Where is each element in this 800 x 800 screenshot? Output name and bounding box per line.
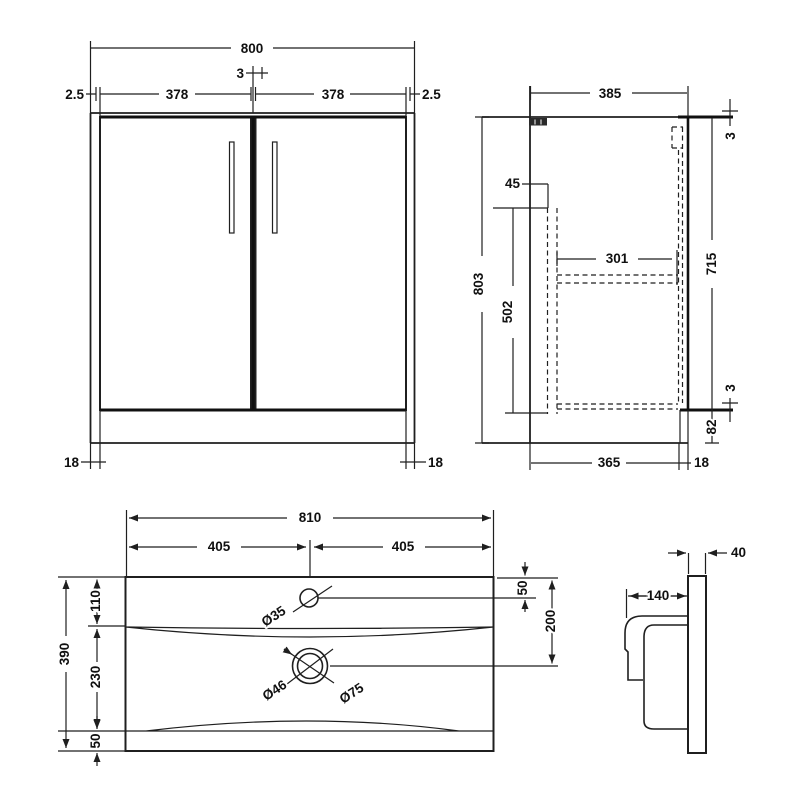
- dim-ext-200: [330, 577, 558, 667]
- dim-side-bottom-gap: 3: [723, 384, 738, 392]
- basin-side-view: 40 140: [624, 543, 748, 754]
- dim-front-door-left: 378: [166, 87, 189, 102]
- dim-front-foot-left: 18: [64, 455, 80, 470]
- hinge-recess-dashed: [671, 126, 683, 149]
- dim-lines-3-bottom: [722, 398, 738, 422]
- dim-waste-offset: 200: [543, 610, 558, 633]
- tap-leader-lines: [292, 585, 536, 613]
- waste-hole-outer: [291, 647, 329, 685]
- waste-cross-lines: [283, 648, 335, 685]
- handle-right: [271, 141, 278, 234]
- door-right: [254, 116, 407, 411]
- dim-side-back-gap: 45: [505, 176, 521, 191]
- basin-contour-lines: [125, 626, 494, 732]
- dim-lines-502: [505, 208, 547, 414]
- basin-outline: [124, 576, 495, 752]
- dim-lines-82: [705, 410, 719, 444]
- dim-side-panel: 18: [694, 455, 710, 470]
- dim-side-height: 803: [471, 272, 486, 295]
- dim-basin-front: 50: [88, 733, 103, 748]
- dim-ext-40: [687, 553, 707, 574]
- dim-lines-365-18: [529, 443, 691, 470]
- dim-lines-800: [89, 41, 416, 113]
- dim-side-shelf: 301: [606, 251, 629, 266]
- dim-lines-feet: [81, 443, 426, 469]
- dim-side-depth: 385: [599, 86, 622, 101]
- dim-front-edge-left: 2.5: [65, 87, 84, 102]
- basin-slab: [687, 575, 707, 754]
- dim-side-base: 365: [598, 455, 621, 470]
- dim-basin-bowl: 230: [88, 666, 103, 689]
- dim-front-gap: 3: [236, 66, 244, 81]
- dim-basin-half-right: 405: [392, 539, 415, 554]
- hinge-plate: [529, 118, 547, 126]
- dim-basin-back: 110: [88, 590, 103, 612]
- shelf-dashed: [557, 274, 678, 284]
- dim-basin-width: 810: [299, 510, 322, 525]
- back-spacer-dashed: [546, 208, 558, 414]
- dim-front-foot-right: 18: [428, 455, 444, 470]
- bowl-inner-profile: [643, 624, 688, 730]
- dim-lines-3-top: [722, 99, 738, 126]
- dim-ext-top: [125, 510, 495, 577]
- dim-tap-offset: 50: [515, 580, 530, 595]
- dim-lines-803: [475, 116, 489, 444]
- dim-side-inner-height: 502: [500, 301, 515, 324]
- dim-slab-thickness: 40: [731, 545, 746, 560]
- dim-side-plinth: 82: [704, 419, 719, 434]
- dim-front-edge-right: 2.5: [422, 87, 441, 102]
- dim-side-top-gap: 3: [723, 132, 738, 140]
- dim-basin-depth: 390: [57, 643, 72, 666]
- side-plinth-lines: [679, 410, 689, 443]
- dim-bowl-depth: 140: [647, 588, 670, 603]
- hinge-plate-slots: [534, 119, 542, 125]
- dim-lines-301: [556, 250, 678, 285]
- handle-left: [228, 141, 235, 234]
- waste-leader-arrow: [282, 646, 293, 655]
- waste-hole-inner: [296, 652, 324, 680]
- dim-front-width: 800: [241, 41, 264, 56]
- dim-lines-45: [493, 183, 549, 209]
- cabinet-side-view: 385 3 45 301 502 803 715 3 82 365 18: [469, 84, 740, 472]
- dim-front-door-right: 378: [322, 87, 345, 102]
- plinth-lines: [99, 410, 407, 443]
- dim-ext-left: [58, 576, 125, 752]
- bottom-panel-dashed: [557, 403, 678, 410]
- dim-lines-gap3: [246, 66, 268, 113]
- dim-lines-385: [529, 86, 689, 117]
- basin-top-view: 810 405 405 390 110 230 50 Ø35 Ø46 Ø75 5…: [55, 508, 560, 766]
- cabinet-front-view: 800 3 2.5 378 378 2.5 18 18: [62, 39, 446, 472]
- dim-lines-doors: [86, 87, 420, 117]
- bowl-outer-profile: [624, 615, 688, 681]
- door-left: [99, 116, 252, 411]
- dim-basin-half-left: 405: [208, 539, 231, 554]
- front-frame-dashed: [677, 127, 684, 403]
- dim-side-front-height: 715: [704, 252, 719, 275]
